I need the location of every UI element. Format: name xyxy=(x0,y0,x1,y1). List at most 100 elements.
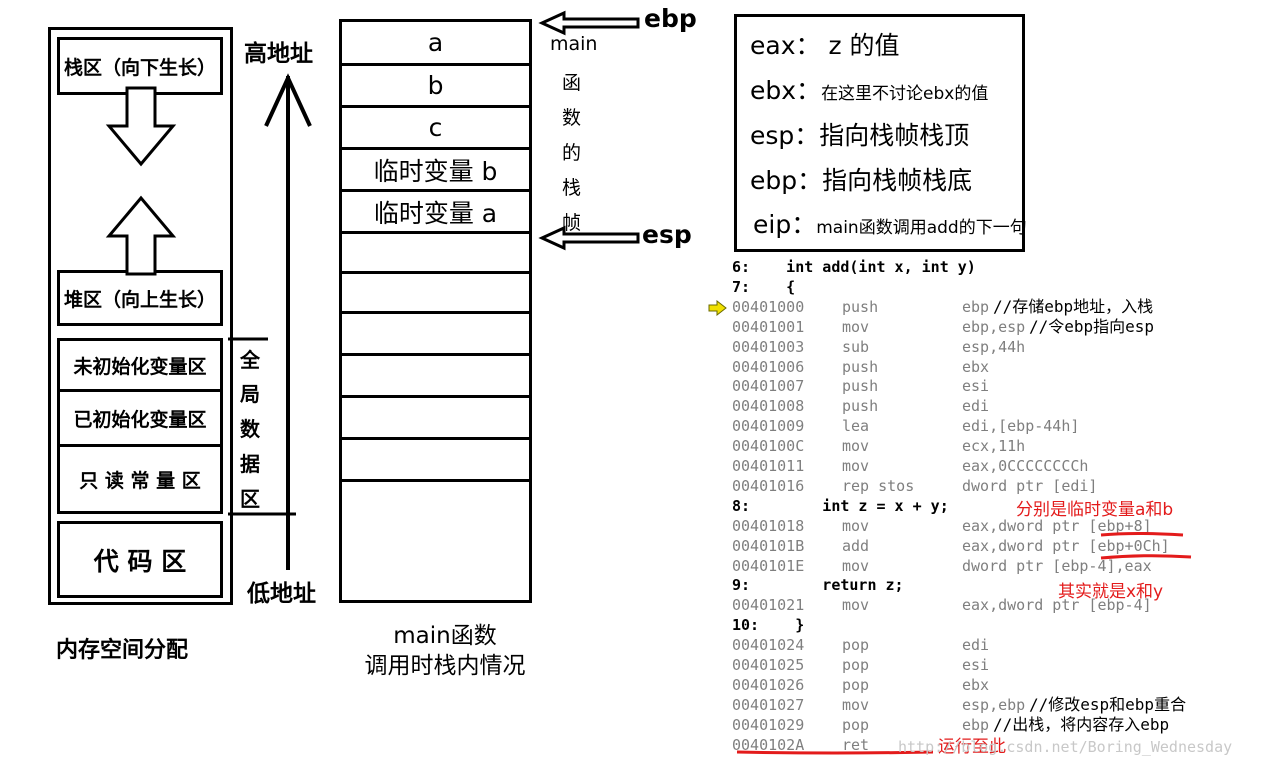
stack-cell-empty xyxy=(342,314,529,356)
asm-address: 00401008 xyxy=(732,397,805,416)
register-name: esp xyxy=(750,121,795,150)
asm-operands: esi xyxy=(962,656,990,674)
register-name: ebp xyxy=(750,166,798,195)
register-sep: ： xyxy=(796,76,822,105)
stack-frame-side-label: 栈 xyxy=(562,177,582,199)
stack-frame-side-label: 帧 xyxy=(562,212,582,234)
source-line: 7: { xyxy=(732,277,795,297)
register-sep: ： xyxy=(794,121,820,150)
asm-opcode: sub xyxy=(842,337,870,356)
asm-opcode: push xyxy=(842,297,879,316)
asm-opcode: pop xyxy=(842,656,870,674)
asm-operands: esi xyxy=(962,377,990,396)
address-arrow xyxy=(264,73,312,570)
stack-cell-empty xyxy=(342,356,529,398)
code-region: 代 码 区 xyxy=(57,521,223,598)
asm-operands: esp,44h xyxy=(962,337,1026,356)
asm-opcode: mov xyxy=(842,437,870,456)
source-line: 10: } xyxy=(732,615,804,635)
asm-operands: eax,dword ptr [ebp+0Ch] xyxy=(962,536,1170,555)
source-text: 10: } xyxy=(732,616,805,635)
source-text: 6: int add(int x, int y) xyxy=(732,258,976,276)
asm-line: 00401003 sub esp,44h xyxy=(732,337,1025,357)
current-instruction-arrow-icon xyxy=(708,300,727,316)
source-text: 8: int z = x + y; xyxy=(732,496,949,515)
asm-opcode: mov xyxy=(842,516,870,535)
stack-caption: main函数 调用时栈内情况 xyxy=(340,621,550,681)
asm-operands: eax,dword ptr [ebp+8] xyxy=(962,516,1152,535)
annotation-xy: 其实就是x和y xyxy=(1058,582,1164,602)
stack-frame-side-label: 函 xyxy=(562,72,582,94)
asm-operands: ebp xyxy=(962,297,990,316)
stack-caption-line: 调用时栈内情况 xyxy=(364,653,526,679)
asm-comment: //存储ebp地址，入栈 xyxy=(993,296,1154,316)
asm-address: 0040102A xyxy=(732,735,805,754)
stack-frame-side-label: 数 xyxy=(562,107,582,129)
register-sep: ： xyxy=(795,31,821,60)
annotation-underlines xyxy=(736,532,1192,755)
stack-cell-label: 临时变量 b xyxy=(373,156,498,186)
asm-line: 00401018 mov eax,dword ptr [ebp+8] xyxy=(732,516,1152,536)
register-desc: main函数调用add的下一句 xyxy=(816,218,1027,238)
asm-operands: ebp,esp xyxy=(962,317,1026,336)
code-region-label: 代 码 区 xyxy=(93,546,187,576)
asm-opcode: mov xyxy=(842,556,870,575)
stack-grow-down-arrow xyxy=(105,86,177,167)
stack-frame-box: a b c 临时变量 b 临时变量 a xyxy=(339,19,532,603)
register-name: eax xyxy=(750,31,796,60)
asm-opcode: ret xyxy=(842,735,870,754)
stack-cell-a: a xyxy=(342,22,529,66)
ebp-pointer-label: ebp xyxy=(644,4,697,33)
asm-address: 0040100C xyxy=(732,437,805,456)
heap-grow-up-arrow xyxy=(105,195,177,276)
asm-opcode: push xyxy=(842,377,879,396)
stack-cell-empty xyxy=(342,440,529,482)
asm-address: 00401018 xyxy=(732,516,805,535)
memory-caption: 内存空间分配 xyxy=(56,638,189,663)
annotation-temp-vars: 分别是临时变量a和b xyxy=(1016,500,1174,520)
esp-pointer-arrow xyxy=(538,225,640,251)
stack-cell-temp-a: 临时变量 a xyxy=(342,192,529,234)
registers-box xyxy=(734,14,1025,252)
asm-opcode: rep stos xyxy=(842,476,915,495)
asm-operands: ebx xyxy=(962,675,990,694)
stack-cell-label: c xyxy=(428,113,443,142)
asm-opcode: mov xyxy=(842,317,870,336)
watermark: http://blog.csdn.net/Boring_Wednesday xyxy=(898,738,1233,756)
global-data-char: 数 xyxy=(240,417,260,441)
asm-address: 0040101B xyxy=(732,536,805,555)
asm-comment: //修改esp和ebp重合 xyxy=(1029,694,1187,714)
stack-cell-empty xyxy=(342,274,529,314)
asm-operands: edi xyxy=(962,397,990,416)
stack-frame-side-label: main xyxy=(550,33,598,55)
asm-line: 0040102A ret xyxy=(732,735,869,755)
stack-cell-label: 临时变量 a xyxy=(373,198,498,228)
asm-address: 00401003 xyxy=(732,337,805,356)
source-line: 8: int z = x + y; xyxy=(732,496,949,516)
readonly-label: 只 读 常 量 区 xyxy=(79,469,201,492)
ebp-pointer-arrow xyxy=(538,10,640,36)
init-data-region: 已初始化变量区 xyxy=(57,389,223,447)
stack-frame-side-label: 的 xyxy=(562,142,582,164)
uninit-data-label: 未初始化变量区 xyxy=(73,355,207,378)
global-data-bracket xyxy=(228,337,296,516)
asm-opcode: add xyxy=(842,536,870,555)
asm-opcode: push xyxy=(842,397,879,416)
register-name: eip xyxy=(753,210,792,239)
stack-cell-empty xyxy=(342,398,529,440)
asm-operands: eax,0CCCCCCCCh xyxy=(962,457,1089,475)
register-eax: eax： z 的值 xyxy=(750,26,900,62)
